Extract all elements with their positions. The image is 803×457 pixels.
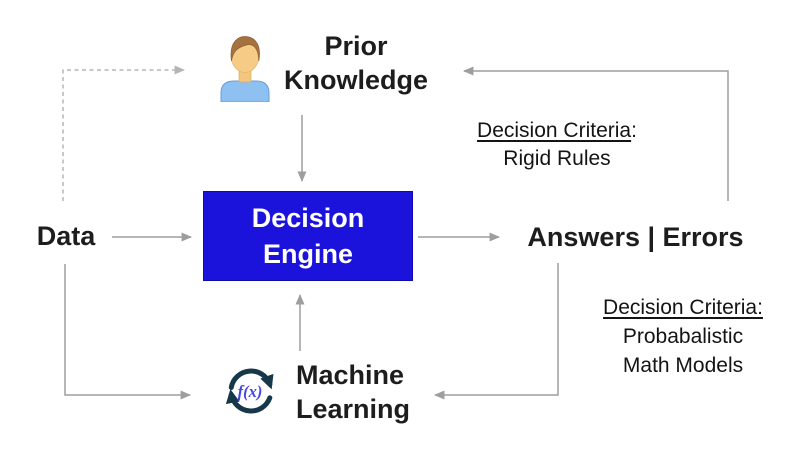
prior-knowledge-line2: Knowledge bbox=[283, 65, 428, 95]
prior-knowledge-line1: Prior bbox=[324, 31, 388, 61]
criteria-bottom-line1: Probabalistic bbox=[622, 325, 744, 348]
data-to-machine-arrow bbox=[64, 264, 192, 400]
criteria-top-heading-suffix: : bbox=[631, 119, 637, 142]
answers-to-machine-arrow bbox=[433, 263, 559, 400]
person-hair bbox=[230, 36, 260, 62]
criteria-top-line1: Rigid Rules bbox=[503, 147, 611, 170]
annotation-decision-criteria-probabilistic: Decision Criteria: Probabalistic Math Mo… bbox=[570, 293, 796, 380]
node-decision-engine: Decision Engine bbox=[203, 191, 413, 281]
fx-cycle-icon: f(x) bbox=[225, 368, 274, 414]
node-data: Data bbox=[36, 221, 96, 251]
node-machine-learning: Machine Learning bbox=[296, 358, 446, 426]
criteria-top-heading: Decision Criteria: bbox=[447, 117, 667, 145]
node-answers-errors: Answers | Errors bbox=[527, 222, 744, 252]
criteria-bottom-heading-underlined: Decision Criteria: bbox=[603, 296, 763, 319]
criteria-bottom-heading: Decision Criteria: bbox=[570, 293, 796, 322]
criteria-bottom-line2: Math Models bbox=[622, 354, 744, 377]
person-shirt bbox=[220, 80, 270, 102]
node-prior-knowledge: Prior Knowledge bbox=[276, 29, 436, 97]
person-icon bbox=[220, 36, 270, 102]
fx-cycle-bottom-arc bbox=[225, 389, 273, 414]
fx-cycle-top-arc bbox=[228, 368, 274, 390]
machine-learning-line2: Learning bbox=[296, 394, 411, 424]
data-to-prior-dashed-arrow bbox=[62, 65, 186, 201]
decision-engine-line1: Decision bbox=[251, 203, 365, 233]
criteria-top-heading-underlined: Decision Criteria bbox=[477, 119, 632, 142]
machine-learning-line1: Machine bbox=[296, 360, 405, 390]
decision-engine-line2: Engine bbox=[262, 239, 353, 269]
fx-label: f(x) bbox=[238, 382, 263, 401]
annotation-decision-criteria-rigid: Decision Criteria: Rigid Rules bbox=[447, 117, 667, 173]
answers-to-prior-arrow bbox=[462, 66, 729, 201]
